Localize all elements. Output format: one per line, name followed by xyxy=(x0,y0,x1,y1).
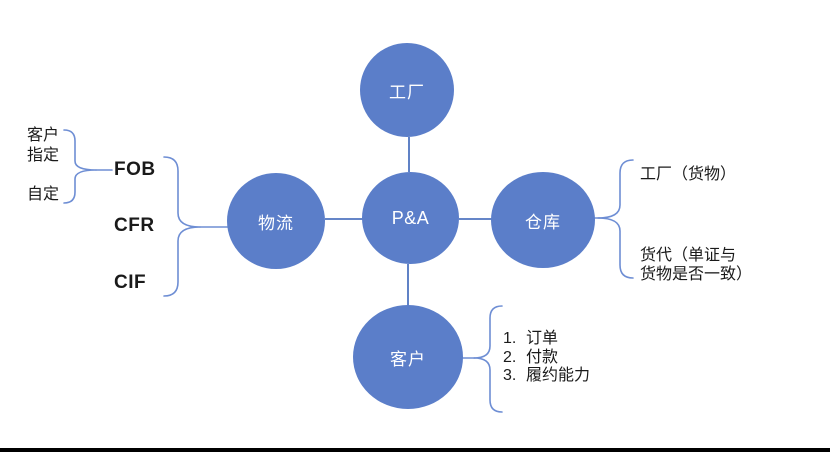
label-fob-source-self-designated: 自定 xyxy=(27,186,60,203)
list-item-label: 订单 xyxy=(526,330,559,347)
node-pa-center: P&A xyxy=(362,172,459,264)
list-item-number: 1. xyxy=(503,330,517,347)
list-item-label: 付款 xyxy=(526,348,559,366)
customer-checklist: 1. 订单 2. 付款 3. 履约能力 xyxy=(503,330,590,386)
node-warehouse: 仓库 xyxy=(491,172,595,268)
list-item: 2. 付款 xyxy=(503,349,590,368)
node-logistics: 物流 xyxy=(227,173,325,269)
node-pa-label: P&A xyxy=(391,207,430,228)
list-item-number: 3. xyxy=(503,367,517,384)
list-item: 1. 订单 xyxy=(503,330,590,349)
bottom-divider-bar xyxy=(0,448,830,452)
label-incoterm-cif: CIF xyxy=(114,272,147,293)
list-item: 3. 履约能力 xyxy=(503,367,590,386)
brace-customer-items xyxy=(473,305,503,413)
label-warehouse-item-factory-goods: 工厂（货物） xyxy=(640,166,737,183)
label-incoterm-fob: FOB xyxy=(114,159,156,180)
brace-warehouse-items xyxy=(597,159,634,279)
brace-fob-sources xyxy=(63,129,97,204)
node-customer: 客户 xyxy=(353,305,463,409)
node-logistics-label: 物流 xyxy=(258,213,294,233)
node-factory-label: 工厂 xyxy=(389,82,425,102)
list-item-number: 2. xyxy=(503,348,517,366)
node-customer-label: 客户 xyxy=(390,349,426,369)
label-fob-source-customer-designated: 客户 指定 xyxy=(27,127,60,164)
node-warehouse-label: 仓库 xyxy=(525,212,561,232)
node-factory: 工厂 xyxy=(360,43,454,137)
label-incoterm-cfr: CFR xyxy=(114,215,155,236)
label-warehouse-item-forwarder-docs: 货代（单证与 货物是否一致） xyxy=(640,247,753,283)
brace-incoterms xyxy=(163,156,201,297)
list-item-label: 履约能力 xyxy=(526,367,591,384)
